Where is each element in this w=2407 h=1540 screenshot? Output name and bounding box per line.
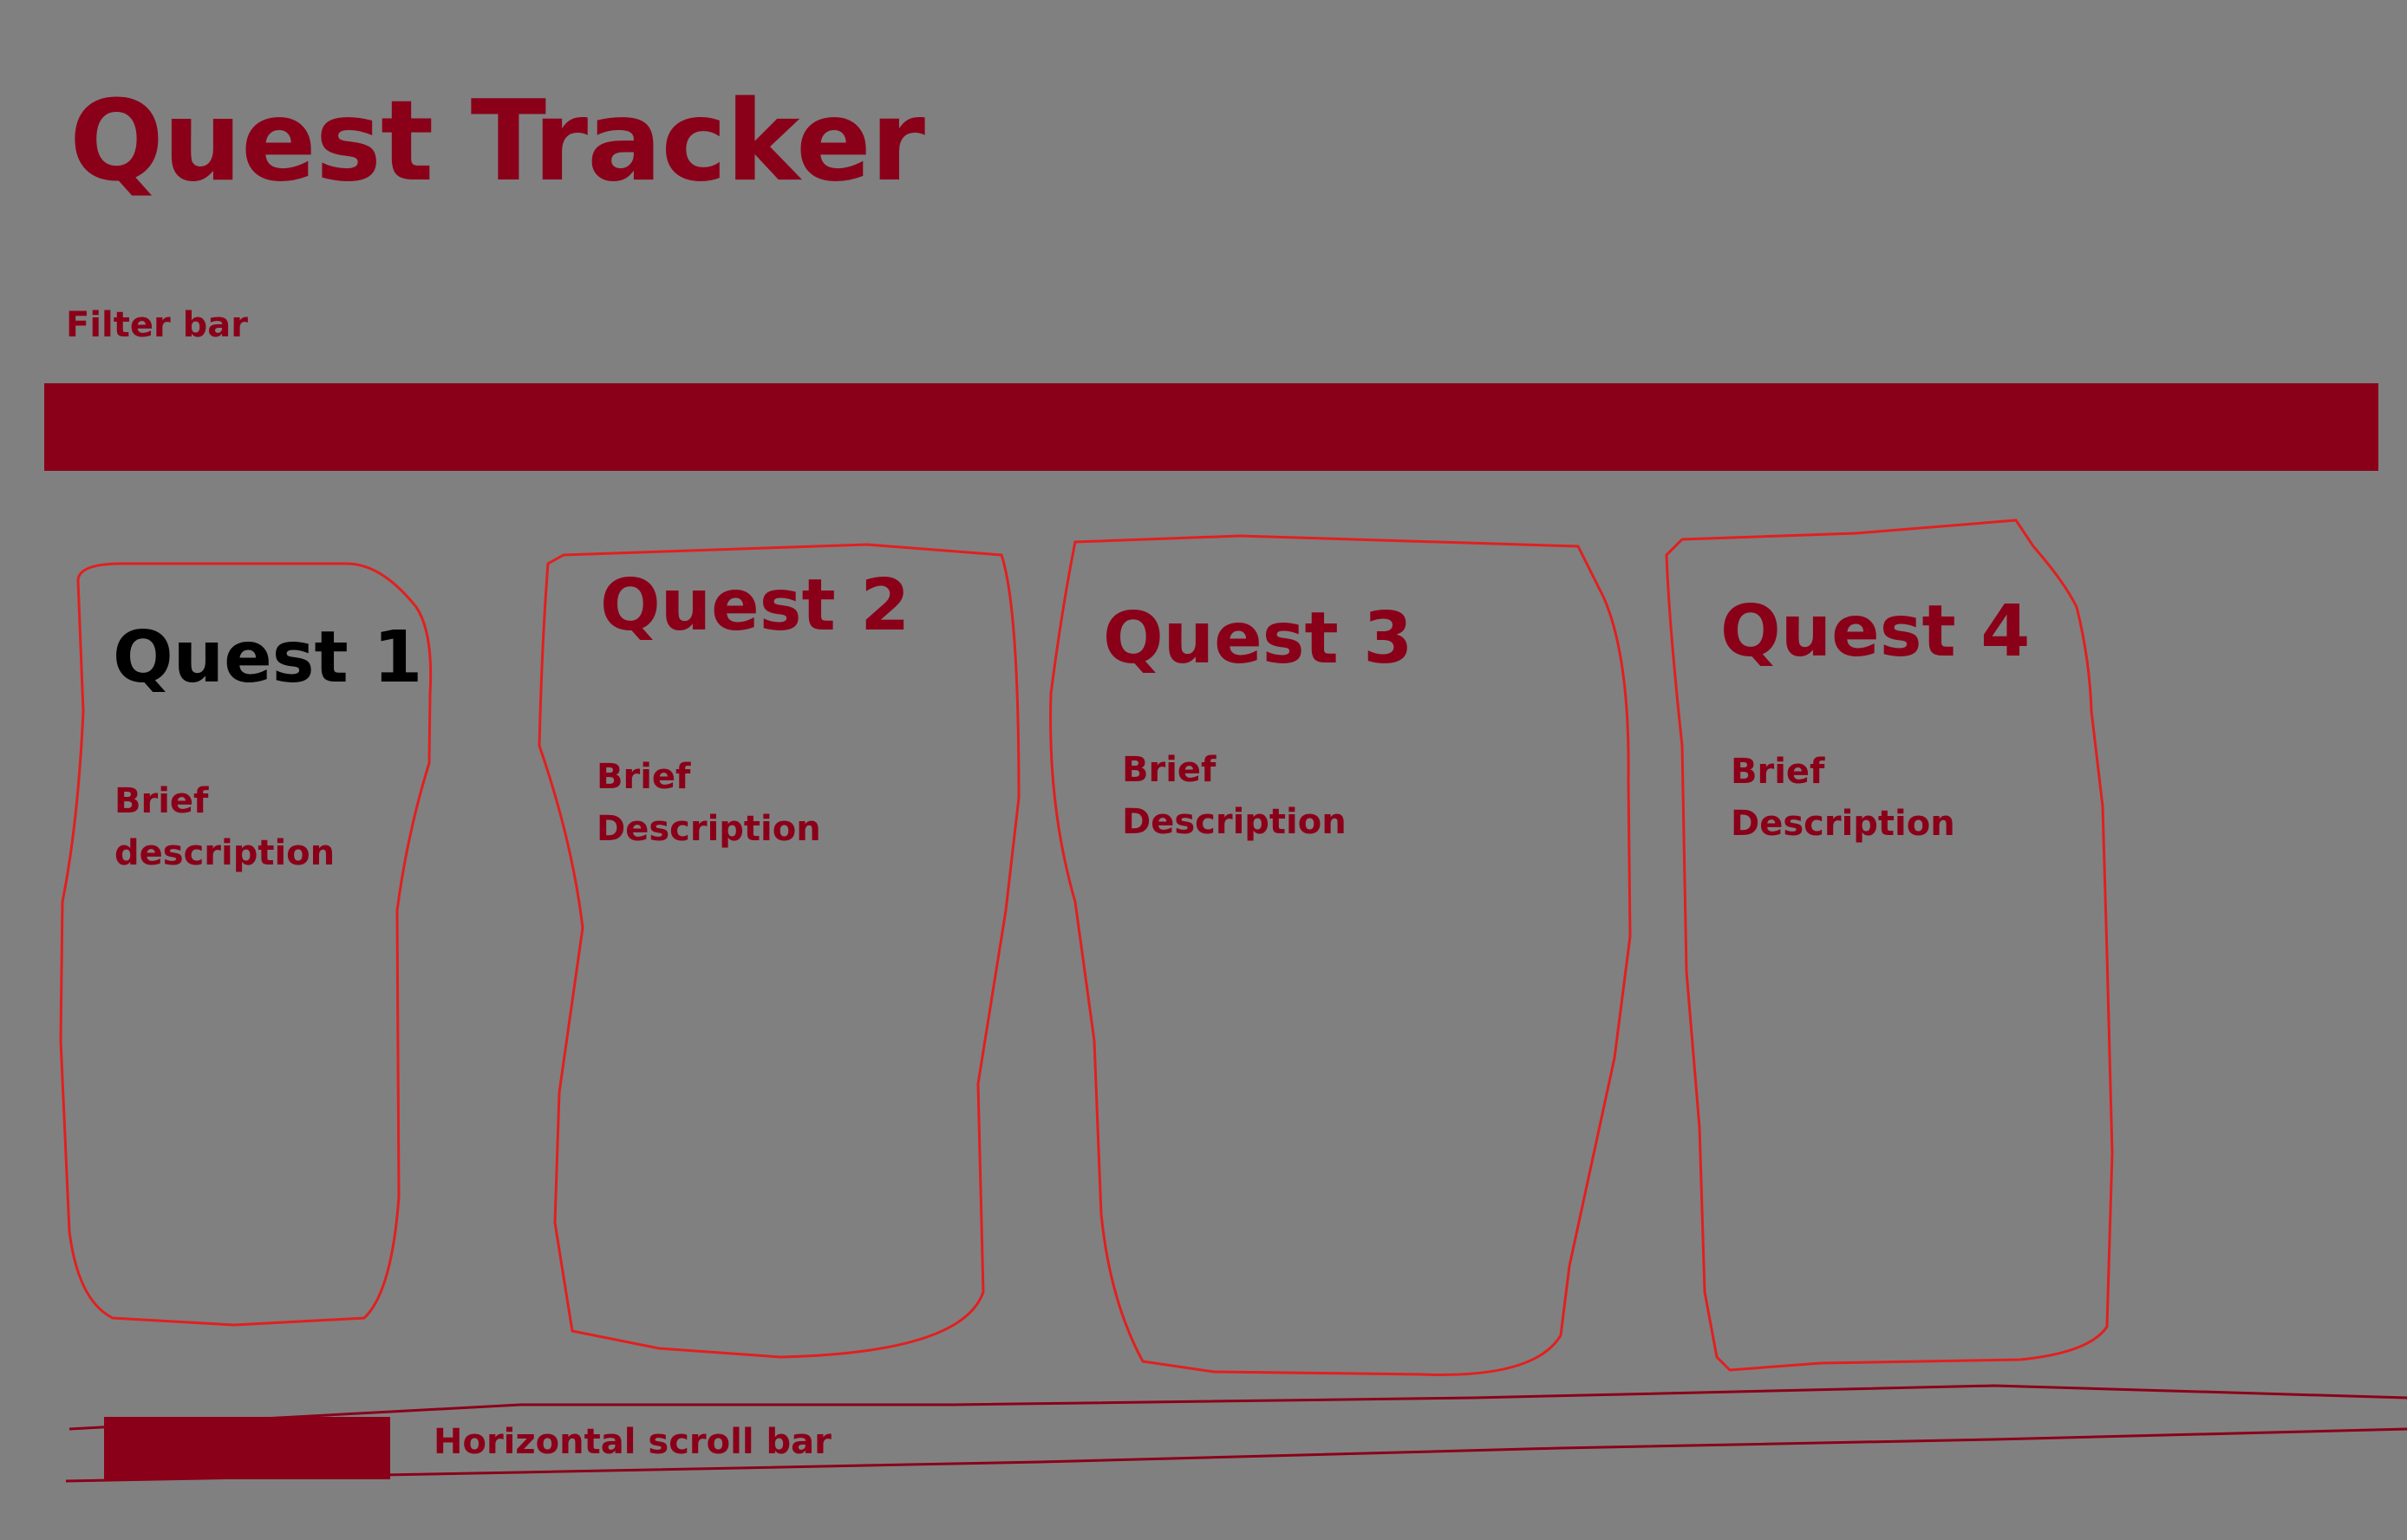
horizontal-scroll-label: Horizontal scroll bar <box>434 1422 832 1462</box>
page-title: Quest Tracker <box>69 77 925 206</box>
quest-card-1-description: Brief description <box>114 781 336 873</box>
quest-card-3-description: Brief Description <box>1122 750 1347 842</box>
quest-card-3-title: Quest 3 <box>1103 597 1413 680</box>
quest-card-4[interactable]: Quest 4 Brief Description <box>1665 520 2116 1372</box>
filter-bar-label: Filter bar <box>66 305 248 345</box>
horizontal-scroll-thumb[interactable] <box>104 1417 390 1479</box>
quest-card-2-description: Brief Description <box>597 757 821 849</box>
scroll-track-bottom <box>65 1427 2407 1483</box>
quest-card-4-description: Brief Description <box>1731 752 1955 844</box>
quest-card-2-title: Quest 2 <box>600 564 910 647</box>
quest-card-2[interactable]: Quest 2 Brief Description <box>538 545 1023 1360</box>
quest-card-4-title: Quest 4 <box>1720 591 2031 673</box>
quest-card-3[interactable]: Quest 3 Brief Description <box>1047 536 1633 1377</box>
filter-bar[interactable] <box>44 383 2378 471</box>
quest-card-1-title: Quest 1 <box>113 617 423 699</box>
quest-card-1[interactable]: Quest 1 Brief description <box>61 564 434 1327</box>
scroll-track-top <box>68 1384 2407 1431</box>
